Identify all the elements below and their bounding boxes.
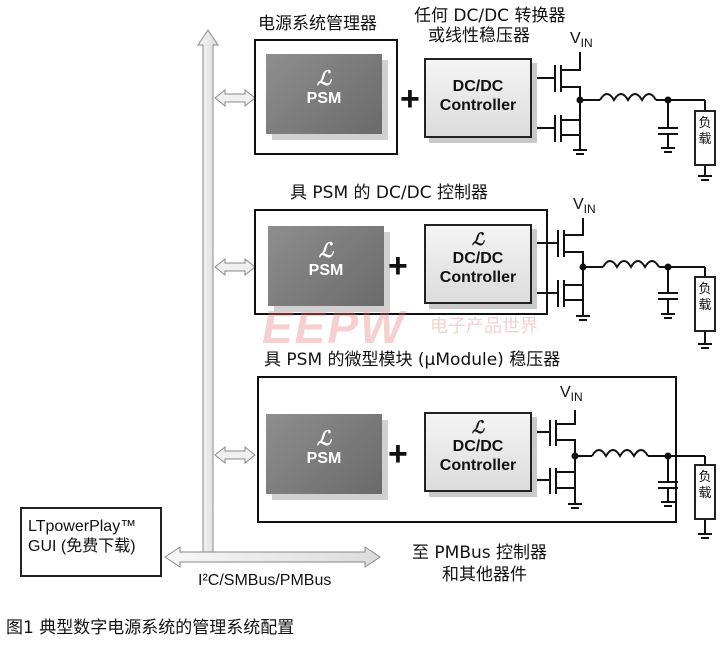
lt-logo-icon: ℒ — [471, 230, 485, 249]
top-psm-box: ℒ PSM — [266, 54, 382, 134]
mid-controller-box: ℒ DC/DC Controller — [424, 224, 532, 304]
bus-label: I²C/SMBus/PMBus — [198, 572, 332, 589]
link-arrow-bottom — [214, 445, 256, 465]
vertical-bus-arrow — [197, 29, 219, 556]
bottom-psm-box: ℒ PSM — [266, 414, 382, 494]
link-arrow-top — [214, 88, 256, 108]
mid-title: 具 PSM 的 DC/DC 控制器 — [290, 183, 488, 203]
pmbus-label-1: 至 PMBus 控制器 — [412, 543, 548, 563]
bottom-controller-box: ℒ DC/DC Controller — [424, 412, 532, 492]
frame-top — [254, 39, 398, 155]
watermark-cn: 电子产品世界 — [430, 316, 538, 337]
plus-sign: + — [388, 247, 408, 285]
ctl-line1: DC/DC — [452, 78, 504, 95]
ctl-line2: Controller — [439, 457, 517, 474]
gui-line1: LTpowerPlay™ — [28, 518, 137, 535]
load-mid: 负载 — [694, 276, 716, 332]
pmbus-label-2: 和其他器件 — [442, 565, 527, 585]
psm-label: PSM — [306, 90, 342, 107]
load-bottom: 负载 — [694, 464, 716, 520]
circuit-top — [528, 52, 712, 181]
lt-logo-icon: ℒ — [316, 428, 332, 450]
link-arrow-mid — [214, 257, 256, 277]
watermark: EEPW — [262, 301, 406, 353]
vin-label-mid: VIN — [573, 196, 596, 217]
circuit-mid — [528, 218, 712, 349]
psm-label: PSM — [308, 262, 344, 279]
gui-line2: GUI (免费下载) — [28, 538, 136, 555]
top-ctl-title-2: 或线性稳压器 — [428, 26, 530, 46]
top-ctl-title-1: 任何 DC/DC 转换器 — [414, 6, 566, 26]
top-controller-box: DC/DC Controller — [424, 58, 532, 138]
plus-sign: + — [388, 435, 408, 473]
mid-psm-box: ℒ PSM — [268, 226, 384, 306]
horizontal-bus-arrow — [164, 546, 381, 568]
circuit-bottom — [530, 410, 712, 539]
vin-label-top: VIN — [570, 30, 593, 51]
lt-logo-icon: ℒ — [318, 240, 334, 262]
ctl-line1: DC/DC — [452, 250, 504, 267]
plus-sign: + — [400, 80, 420, 118]
load-top: 负载 — [694, 110, 716, 166]
vin-label-bottom: VIN — [560, 384, 583, 405]
ltpowerplay-gui-box: LTpowerPlay™ GUI (免费下载) — [20, 507, 162, 577]
ctl-line2: Controller — [439, 97, 517, 114]
psm-label: PSM — [306, 450, 342, 467]
frame-mid — [254, 209, 548, 315]
bottom-title: 具 PSM 的微型模块 (µModule) 稳压器 — [264, 350, 561, 370]
figure-caption: 图1 典型数字电源系统的管理系统配置 — [6, 618, 295, 638]
lt-logo-icon: ℒ — [471, 418, 485, 437]
frame-bottom — [257, 376, 677, 523]
top-psm-title: 电源系统管理器 — [258, 14, 377, 34]
ctl-line2: Controller — [439, 269, 517, 286]
lt-logo-icon: ℒ — [316, 68, 332, 90]
ctl-line1: DC/DC — [452, 438, 504, 455]
